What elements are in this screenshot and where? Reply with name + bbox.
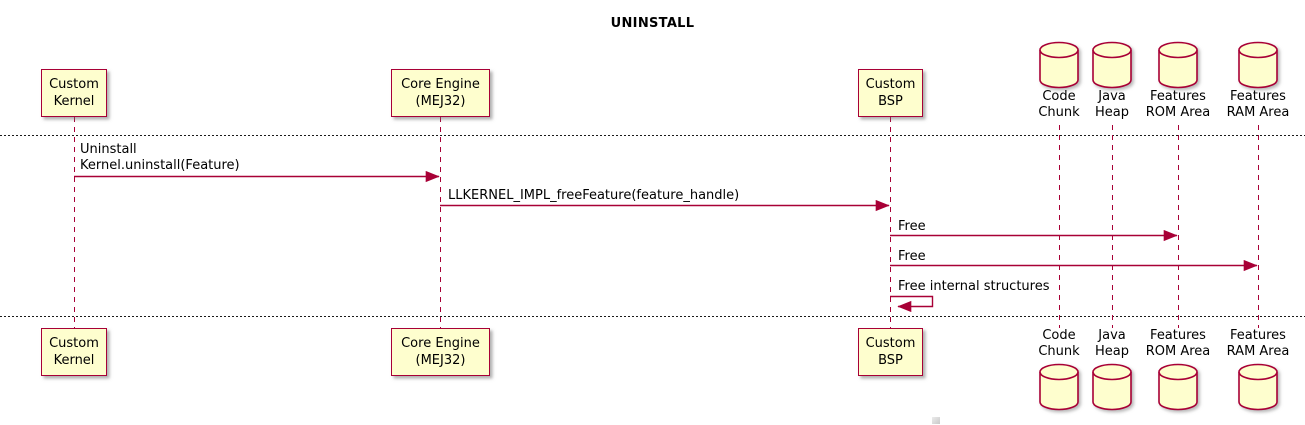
render-artifact-square bbox=[932, 417, 940, 424]
database-label-line: ROM Area bbox=[1145, 105, 1211, 120]
database-icon-code-chunk-bottom bbox=[1039, 363, 1079, 411]
participant-label: Custom bbox=[865, 77, 916, 92]
message-label-free-internal: Free internal structures bbox=[898, 279, 1050, 294]
database-label-line: Java bbox=[1098, 89, 1126, 104]
participant-custom-kernel-bottom: Custom Kernel bbox=[41, 328, 107, 376]
participant-label: Kernel bbox=[53, 94, 95, 109]
database-label-java-heap-top: Java Heap bbox=[1095, 89, 1129, 121]
diagram-title: UNINSTALL bbox=[610, 16, 695, 31]
database-label-code-chunk-top: Code Chunk bbox=[1038, 89, 1079, 121]
database-icon-java-heap-top bbox=[1092, 41, 1132, 89]
participant-custom-bsp-top: Custom BSP bbox=[858, 69, 923, 117]
database-label-line: Features bbox=[1150, 328, 1206, 343]
message-label-free-rom: Free bbox=[898, 219, 926, 234]
participant-label: Custom bbox=[49, 336, 99, 351]
message-label-uninstall-line1: Uninstall bbox=[80, 142, 137, 157]
participant-label: BSP bbox=[878, 94, 903, 109]
participant-core-engine-bottom: Core Engine (MEJ32) bbox=[391, 328, 490, 376]
database-icon-features-ram-bottom bbox=[1238, 363, 1278, 411]
participant-custom-bsp-bottom: Custom BSP bbox=[858, 328, 923, 376]
participant-label: Kernel bbox=[53, 353, 95, 368]
database-label-line: RAM Area bbox=[1226, 105, 1290, 120]
database-icon-features-rom-top bbox=[1158, 41, 1198, 89]
database-label-line: ROM Area bbox=[1145, 344, 1211, 359]
database-label-line: Java bbox=[1098, 328, 1126, 343]
database-label-line: Features bbox=[1230, 328, 1286, 343]
database-icon-features-ram-top bbox=[1238, 41, 1278, 89]
participant-label: Core Engine bbox=[401, 336, 480, 351]
database-label-line: Heap bbox=[1095, 105, 1129, 120]
database-label-line: Features bbox=[1150, 89, 1206, 104]
database-label-features-rom-bottom: Features ROM Area bbox=[1146, 328, 1211, 360]
database-label-line: Code bbox=[1042, 89, 1076, 104]
message-label-freefeature: LLKERNEL_IMPL_freeFeature(feature_handle… bbox=[448, 188, 740, 203]
database-label-line: Chunk bbox=[1038, 344, 1080, 359]
message-label-free-ram: Free bbox=[898, 249, 926, 264]
database-icon-features-rom-bottom bbox=[1158, 363, 1198, 411]
database-label-code-chunk-bottom: Code Chunk bbox=[1038, 328, 1079, 360]
database-label-features-rom-top: Features ROM Area bbox=[1146, 89, 1211, 121]
participant-label: BSP bbox=[878, 353, 903, 368]
participant-label: Custom bbox=[865, 336, 916, 351]
database-label-line: Chunk bbox=[1038, 105, 1080, 120]
message-arrow-self-free-internal bbox=[890, 295, 934, 313]
participant-label: (MEJ32) bbox=[415, 353, 466, 368]
database-label-java-heap-bottom: Java Heap bbox=[1095, 328, 1129, 360]
participant-label: (MEJ32) bbox=[415, 94, 466, 109]
participant-label: Custom bbox=[49, 77, 99, 92]
database-label-line: Code bbox=[1042, 328, 1076, 343]
participant-custom-kernel-top: Custom Kernel bbox=[41, 69, 107, 117]
participant-label: Core Engine bbox=[401, 77, 480, 92]
database-label-features-ram-bottom: Features RAM Area bbox=[1227, 328, 1290, 360]
database-icon-java-heap-bottom bbox=[1092, 363, 1132, 411]
database-icon-code-chunk-top bbox=[1039, 41, 1079, 89]
database-label-line: Features bbox=[1230, 89, 1286, 104]
database-label-features-ram-top: Features RAM Area bbox=[1227, 89, 1290, 121]
message-label-uninstall-line2: Kernel.uninstall(Feature) bbox=[80, 158, 240, 173]
participant-core-engine-top: Core Engine (MEJ32) bbox=[391, 69, 490, 117]
database-label-line: Heap bbox=[1095, 344, 1129, 359]
database-label-line: RAM Area bbox=[1226, 344, 1290, 359]
